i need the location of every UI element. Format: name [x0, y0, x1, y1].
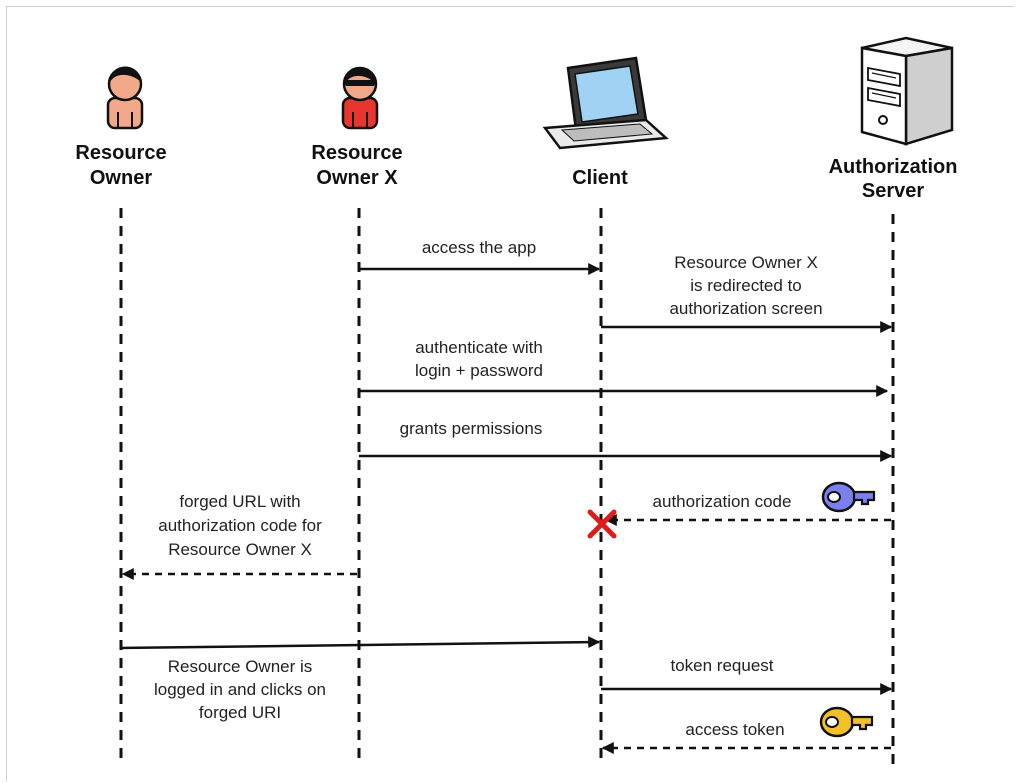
actor-label-resource-owner-x-1: Resource [311, 142, 402, 164]
msg-access-token: access token [685, 720, 784, 739]
actor-label-authorization-server-2: Server [862, 180, 924, 202]
msg-forged-url-1: forged URL with [179, 492, 300, 511]
laptop-icon [542, 56, 669, 150]
intercept-x-mark-icon [587, 509, 617, 539]
msg-access-app: access the app [422, 238, 536, 257]
resource-owner-icon [106, 66, 144, 130]
msg-grants: grants permissions [400, 419, 543, 438]
auth-code-key-icon [821, 481, 876, 513]
msg-auth-code: authorization code [653, 492, 792, 511]
actor-label-resource-owner-2: Owner [90, 167, 152, 189]
server-icon [860, 36, 954, 146]
msg-authenticate-2: login + password [415, 361, 543, 380]
msg-redirected-3: authorization screen [669, 299, 822, 318]
access-token-key-icon [819, 706, 874, 738]
msg-token-request: token request [670, 656, 773, 675]
msg-forged-url-2: authorization code for [158, 516, 322, 535]
msg-authenticate-1: authenticate with [415, 338, 543, 357]
actor-label-authorization-server-1: Authorization [829, 156, 958, 178]
msg-logged-in-3: forged URI [199, 703, 281, 722]
msg-forged-url-3: Resource Owner X [168, 540, 312, 559]
actor-label-client: Client [572, 167, 628, 189]
arrow-clicks-forged-uri [120, 636, 601, 650]
resource-owner-x-icon [341, 66, 379, 130]
msg-redirected-1: Resource Owner X [674, 253, 818, 272]
msg-logged-in-1: Resource Owner is [168, 657, 313, 676]
msg-logged-in-2: logged in and clicks on [154, 680, 326, 699]
actor-label-resource-owner-x-2: Owner X [316, 167, 398, 189]
diagram-frame [6, 6, 1014, 781]
actor-label-resource-owner-1: Resource [75, 142, 166, 164]
msg-redirected-2: is redirected to [690, 276, 802, 295]
